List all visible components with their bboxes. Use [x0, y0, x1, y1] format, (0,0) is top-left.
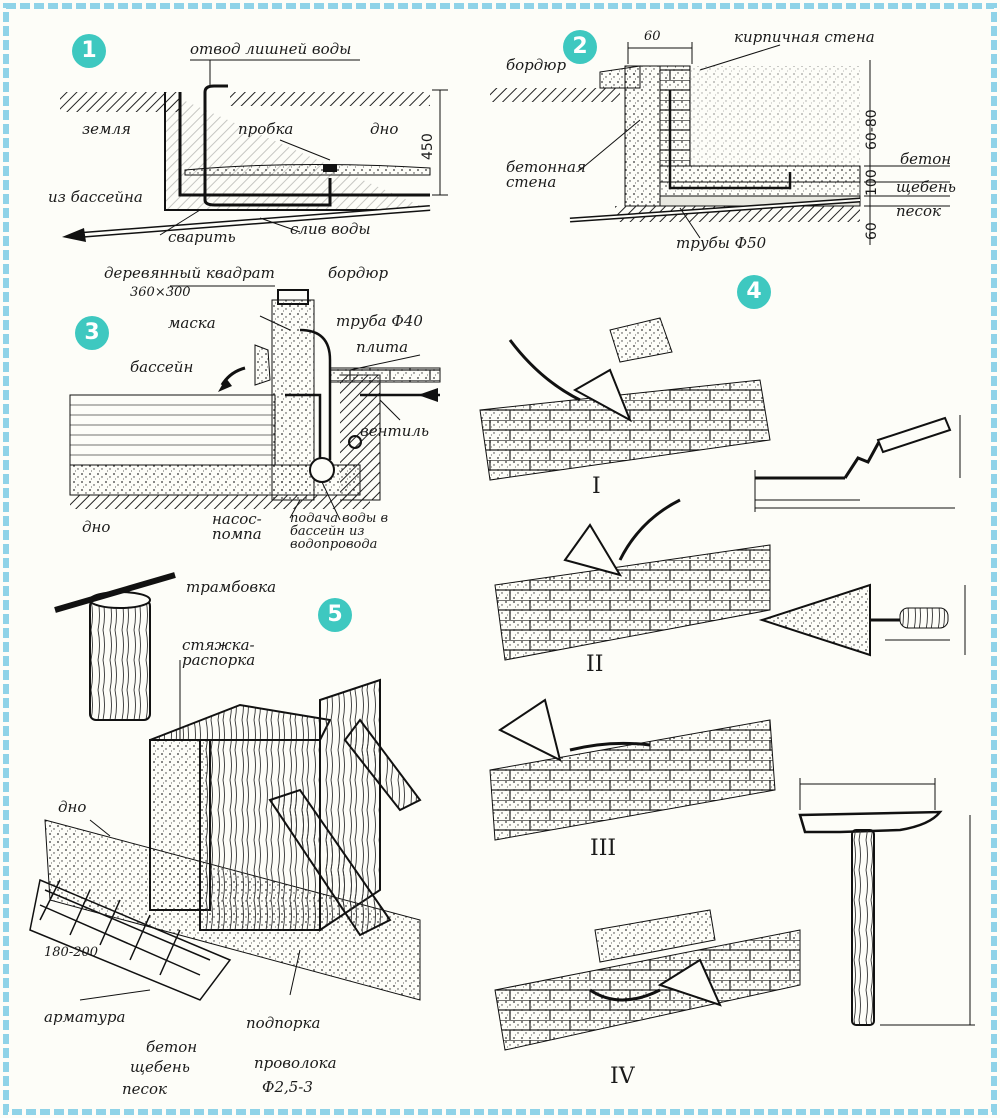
- f2-dim-3: 60: [864, 222, 880, 240]
- f2-pipes-label: трубы Ф50: [676, 234, 767, 252]
- figure-5-formwork: [29, 572, 422, 1001]
- f3-pipe-label: труба Ф40: [336, 312, 423, 330]
- figure-2-number: 2: [563, 30, 597, 64]
- f2-brick-wall-label: кирпичная стена: [734, 28, 875, 46]
- f1-weld-label: сварить: [168, 228, 236, 246]
- f4-step-2: II: [586, 652, 604, 677]
- f3-supply-label: подача воды в бассейн из водопровода: [290, 511, 389, 552]
- figure-4-number: 4: [737, 275, 771, 309]
- f1-ground-label: земля: [82, 120, 131, 138]
- f4-step-4: IV: [610, 1064, 635, 1089]
- f2-dim-2: 100: [864, 169, 880, 196]
- figure-1-drain: [60, 59, 448, 242]
- f4-step-3: III: [590, 836, 617, 861]
- f1-bottom-label: дно: [370, 120, 399, 138]
- f4-step-1: I: [592, 474, 601, 499]
- f1-plug-label: пробка: [238, 120, 294, 138]
- figure-2-wall-section: [490, 42, 950, 245]
- f5-concrete-label: бетон: [146, 1038, 198, 1056]
- frame-border: [3, 3, 997, 1115]
- f3-bottom-label: дно: [82, 518, 111, 536]
- figure-3-pool-pump: [69, 285, 441, 521]
- f1-depth-dim: 450: [420, 133, 436, 160]
- f3-slab-label: плита: [356, 338, 409, 356]
- f1-from-pool-label: из бассейна: [48, 188, 143, 206]
- f5-spacing-dim: 180-200: [44, 945, 99, 960]
- f2-concrete-wall-label: бетонная стена: [506, 158, 586, 191]
- f3-pool-label: бассейн: [130, 358, 194, 376]
- f5-bottom-label: дно: [58, 798, 87, 816]
- trowel-diagram: [754, 415, 966, 657]
- f2-concrete-label: бетон: [900, 150, 952, 168]
- f2-sand-label: песок: [896, 202, 941, 220]
- f2-gap-dim: 60: [644, 29, 661, 44]
- f3-mask-label: маска: [168, 314, 216, 332]
- f5-wire-label: проволока: [254, 1054, 337, 1072]
- f3-curb-label: бордюр: [328, 264, 389, 282]
- f5-prop-label: подпорка: [246, 1014, 321, 1032]
- figure-3-number: 3: [75, 316, 109, 350]
- f2-gravel-label: щебень: [896, 178, 956, 196]
- f5-brace-label: стяжка-распорка: [182, 636, 256, 669]
- f2-dim-1: 60-80: [864, 109, 880, 150]
- f3-wood-square-label: деревянный квадрат: [104, 264, 275, 282]
- f2-curb-label: бордюр: [506, 56, 567, 74]
- f3-wood-size: 360×300: [130, 285, 191, 300]
- figure-4-brick-laying: [479, 317, 801, 1051]
- f5-sand-label: песок: [122, 1080, 167, 1098]
- figure-5-number: 5: [318, 598, 352, 632]
- f3-pump-label: насос-помпа: [212, 510, 262, 543]
- f5-wire-size: Ф2,5-3: [262, 1078, 313, 1096]
- f5-gravel-label: щебень: [130, 1058, 190, 1076]
- f5-rebar-label: арматура: [44, 1008, 126, 1026]
- figure-1-number: 1: [72, 34, 106, 68]
- f1-overflow-label: отвод лишней воды: [190, 40, 352, 58]
- f1-drain-label: слив воды: [290, 220, 371, 238]
- hammer-diagram: [798, 778, 975, 1026]
- f3-valve-label: вентиль: [360, 422, 430, 440]
- f5-tamper-label: трамбовка: [186, 578, 277, 596]
